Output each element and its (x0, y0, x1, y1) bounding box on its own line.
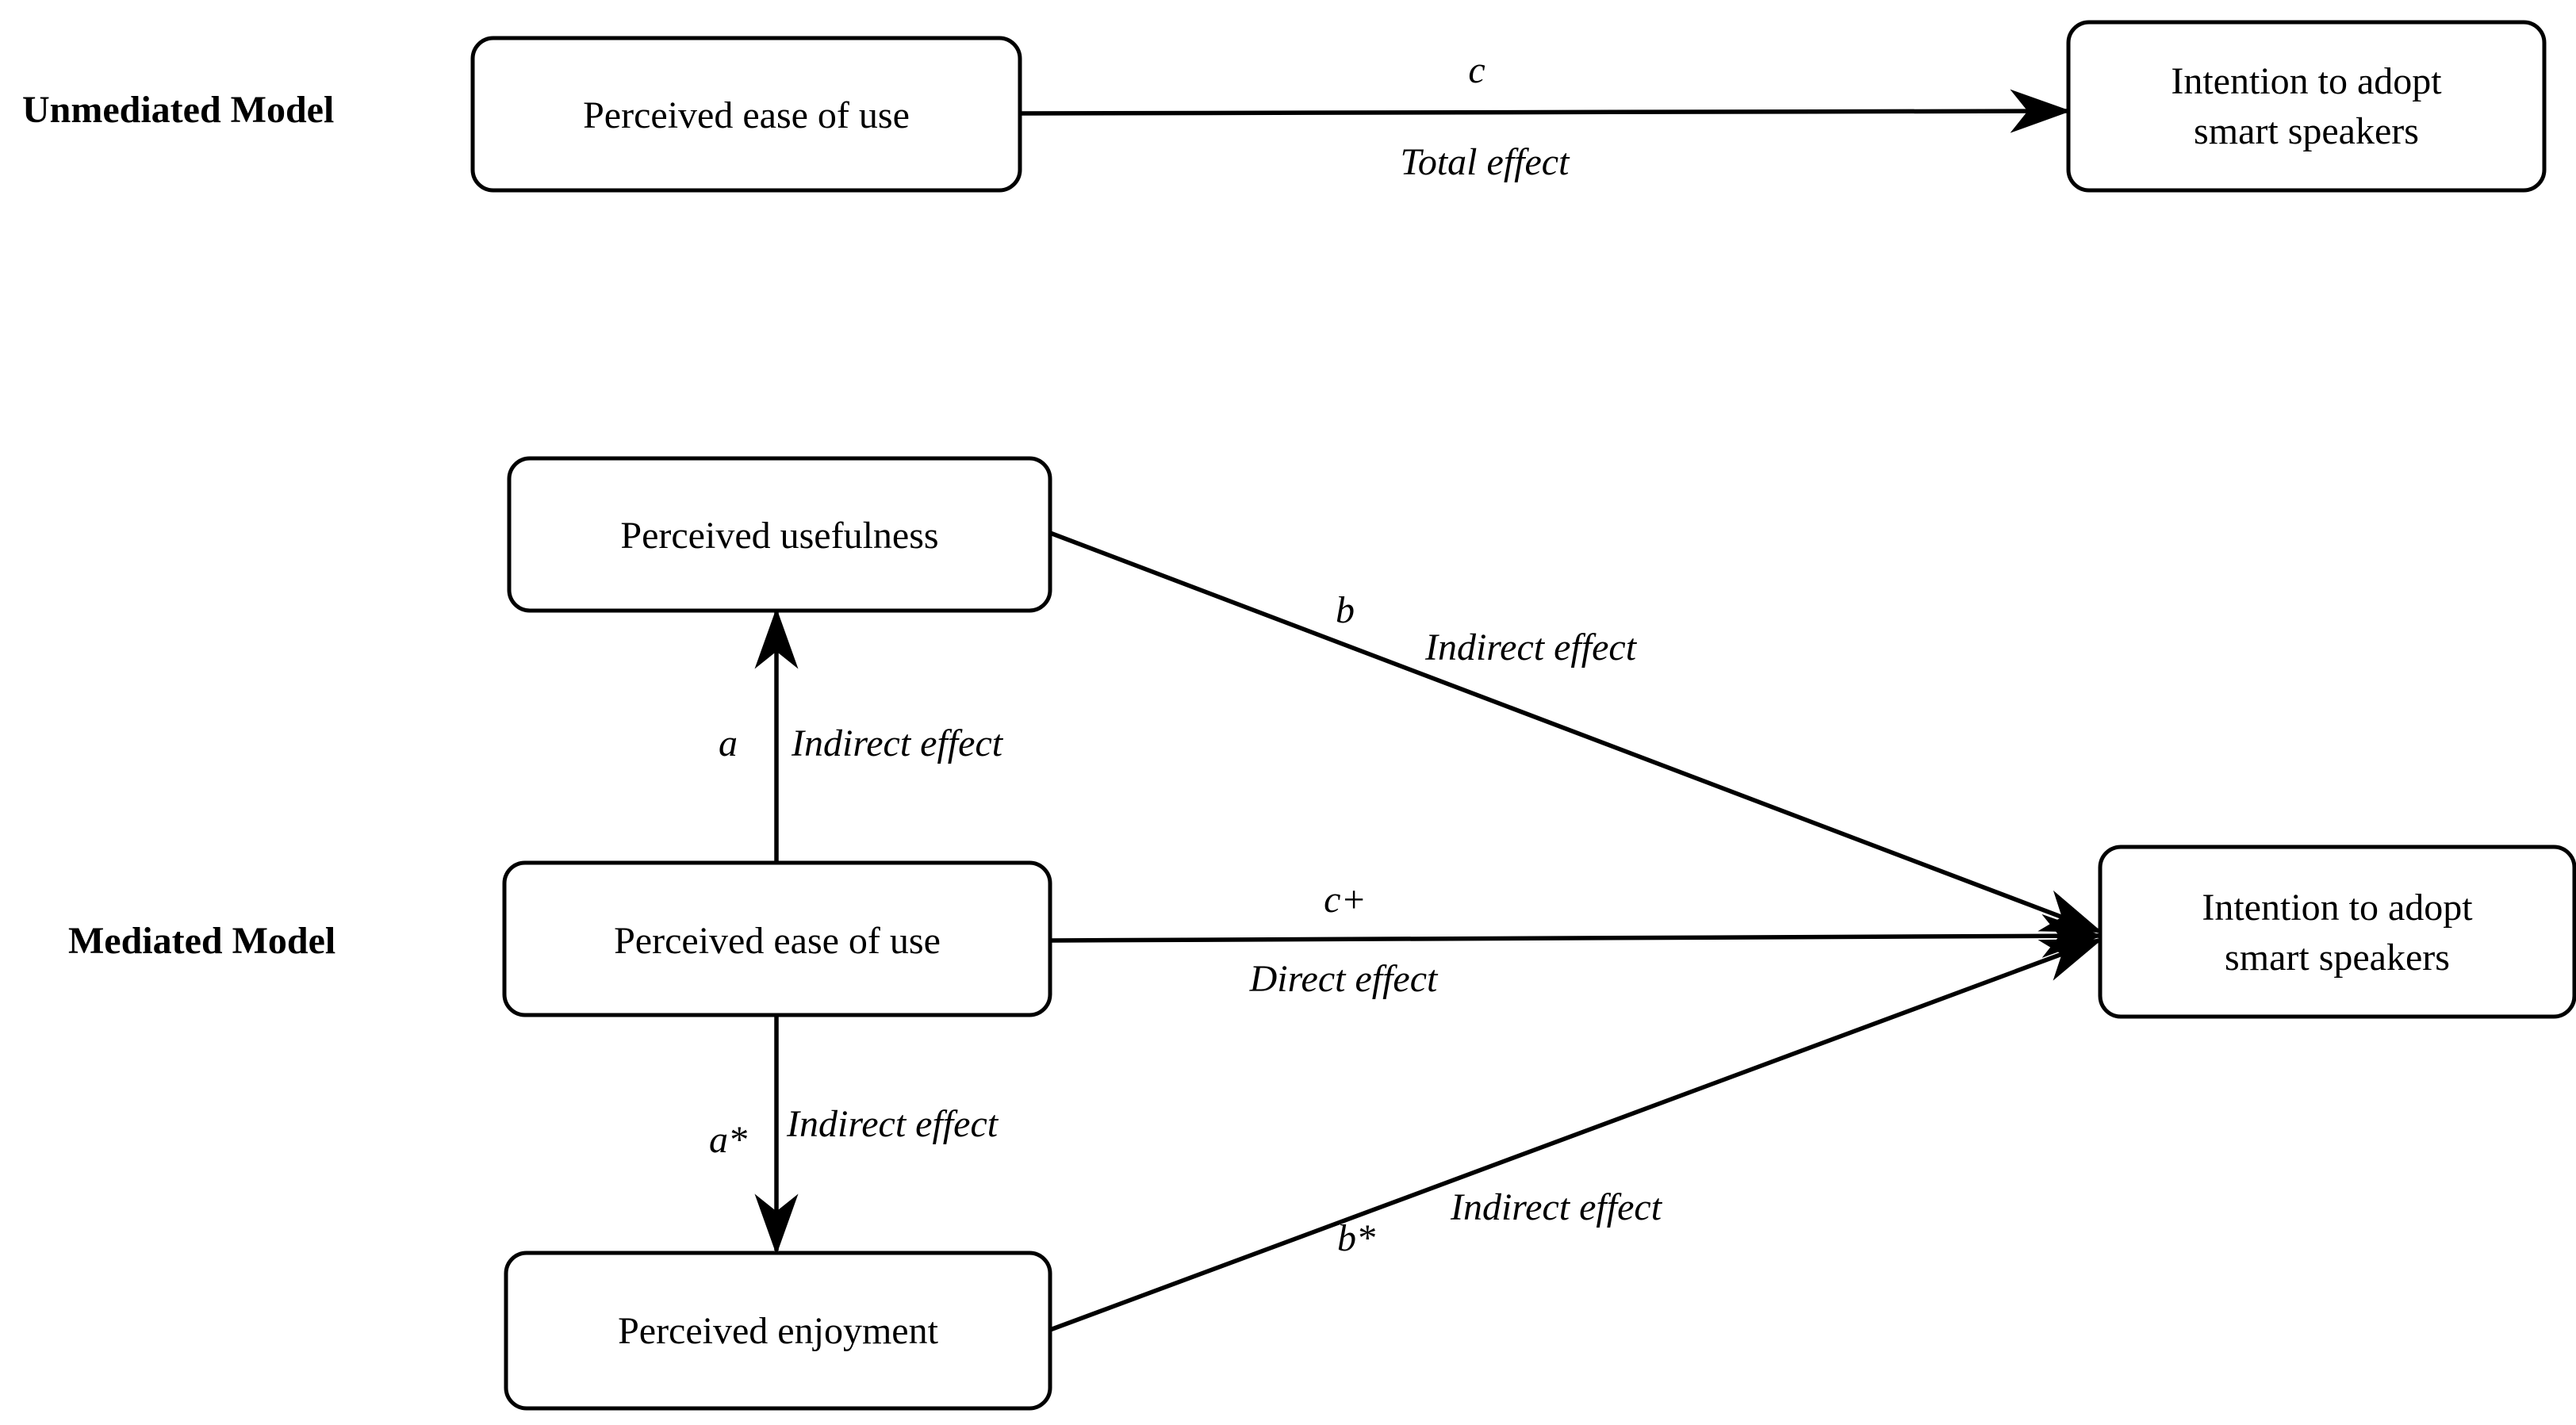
node-label-line: Perceived ease of use (614, 920, 941, 962)
node-unmediated-intention-to-adopt: Intention to adopt smart speakers (2066, 20, 2547, 193)
mediated-model-label: Mediated Model (68, 920, 335, 962)
edge-label-c-effect: Total effect (1401, 141, 1571, 183)
node-label-line-1: Intention to adopt (2171, 60, 2442, 102)
node-mediated-intention-to-adopt: Intention to adopt smart speakers (2098, 845, 2576, 1019)
node-perceived-usefulness: Perceived usefulness (507, 456, 1052, 613)
node-mediated-perceived-ease-of-use: Perceived ease of use (502, 860, 1052, 1017)
edge-total-effect-c (1019, 89, 2072, 133)
edge-label-c-plus-effect: Direct effect (1249, 958, 1439, 1000)
edge-label-a-coef: a (719, 722, 738, 764)
edge-label-b-star-coef: b* (1337, 1217, 1375, 1259)
node-label-line-2: smart speakers (2194, 110, 2419, 152)
unmediated-model-label: Unmediated Model (22, 89, 334, 131)
edge-label-b-star-effect: Indirect effect (1450, 1186, 1663, 1228)
edge-label-b-coef: b (1336, 589, 1355, 631)
edge-label-a-star-effect: Indirect effect (786, 1103, 999, 1145)
edge-label-a-effect: Indirect effect (791, 722, 1004, 764)
node-label-line: Perceived ease of use (583, 94, 910, 136)
edge-indirect-effect-b (1049, 531, 2103, 933)
edge-label-b-effect: Indirect effect (1424, 626, 1638, 668)
edge-indirect-effect-b-star (1049, 938, 2103, 1332)
edge-label-a-star-coef: a* (709, 1119, 747, 1161)
node-label-line-2: smart speakers (2225, 937, 2450, 979)
node-label-line: Perceived usefulness (620, 515, 938, 557)
node-perceived-enjoyment: Perceived enjoyment (504, 1251, 1052, 1411)
node-unmediated-perceived-ease-of-use: Perceived ease of use (470, 36, 1022, 193)
edge-direct-effect-c-plus (1049, 914, 2103, 958)
edge-label-c-coef: c (1468, 49, 1485, 91)
node-label-line: Perceived enjoyment (618, 1310, 939, 1352)
edge-label-c-plus-coef: c+ (1324, 879, 1367, 921)
node-label-line-1: Intention to adopt (2202, 887, 2473, 929)
